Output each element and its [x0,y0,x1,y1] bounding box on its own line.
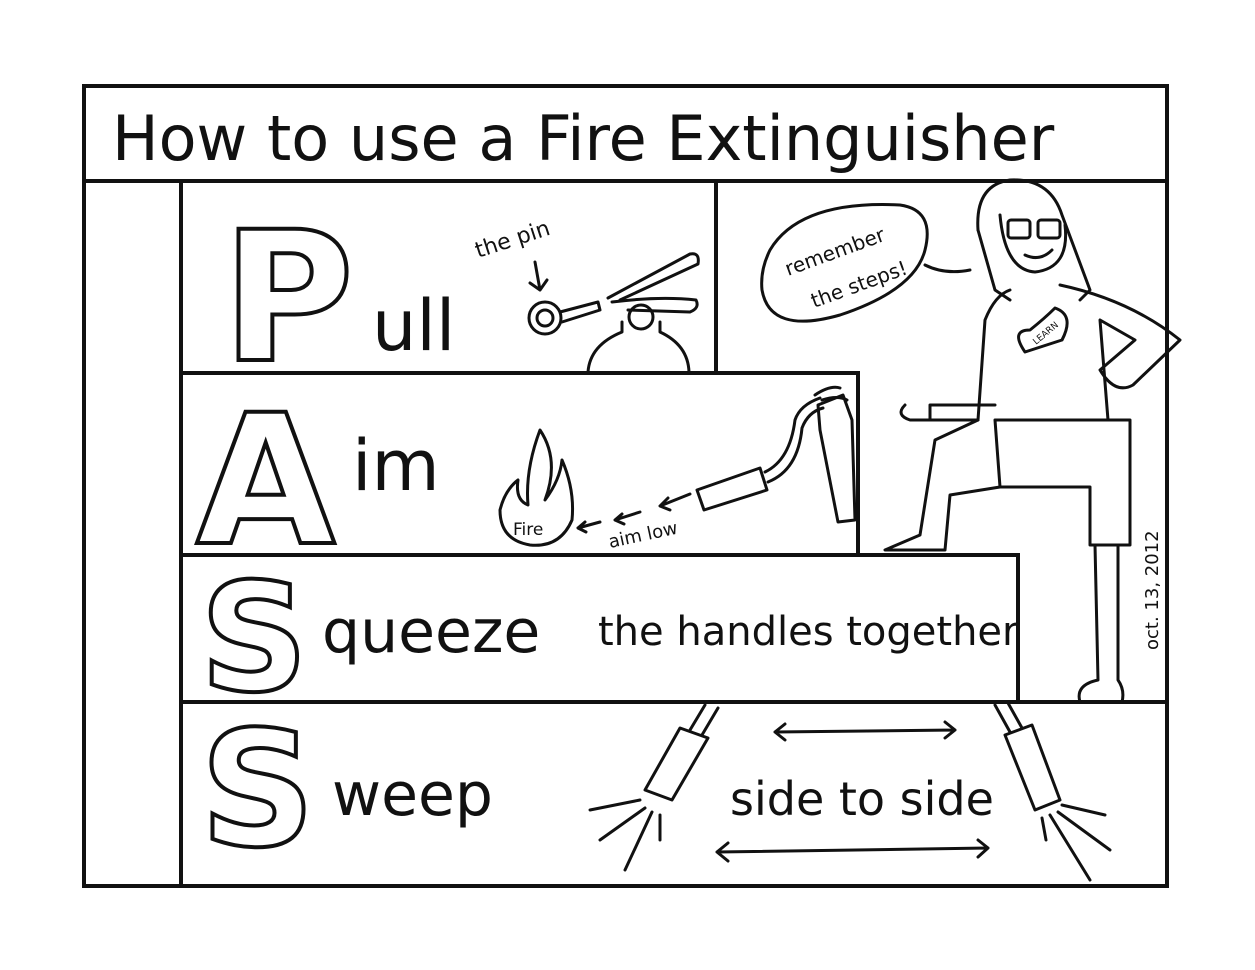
step-word-aim: im [352,425,440,507]
character-figure [883,178,1182,704]
outer-frame [82,84,1169,888]
date-signature: oct. 13, 2012 [1142,530,1163,650]
step-letter-a: A [196,377,335,586]
step-word-sweep: weep [332,760,493,830]
double-arrows-icon [715,720,990,863]
step-letter-s-squeeze: S [200,552,308,726]
fire-icon [498,428,574,547]
speech-bubble: remember the steps! [760,203,972,323]
step-letter-p: P [222,194,354,403]
nozzle-right-icon [993,701,1112,882]
note-fire: Fire [513,520,543,540]
note-the-pin: the pin [472,216,553,264]
extinguisher-top-icon [527,252,700,374]
step-word-squeeze: queeze [322,597,540,667]
note-aim-low: aim low [607,518,680,553]
arrows-icon [576,492,692,534]
nozzle-left-icon [588,703,720,872]
note-handles-together: the handles together [598,609,1019,655]
step-word-pull: ull [372,285,455,367]
poster-title: How to use a Fire Extinguisher [112,102,1055,175]
extinguisher-hose-icon [695,385,857,524]
note-side-to-side: side to side [730,772,994,826]
step-letter-s-sweep: S [200,696,315,883]
